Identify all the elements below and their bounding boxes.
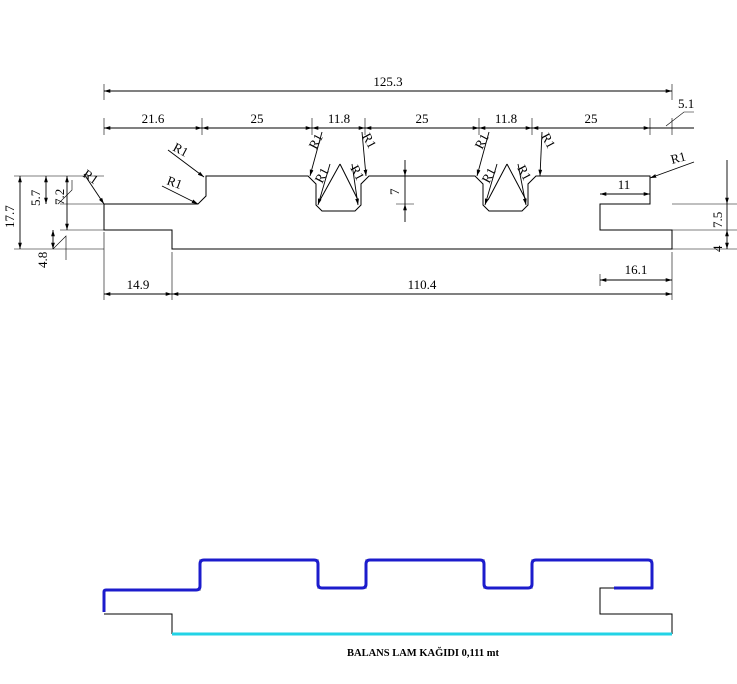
profile-outline [103,175,673,250]
radius-label-1: R1 [80,166,101,187]
left-height-label-3: 7.2 [52,189,67,205]
radius-label-12: R1 [669,148,688,166]
right-height-dimensions: 7.5 4 [672,160,737,252]
left-height-label-2: 5.7 [28,189,43,206]
radius-label-8: R1 [471,131,491,151]
bottom-right-label: 16.1 [625,262,648,277]
segment-label-6: 25 [585,111,598,126]
left-height-dimensions: 17.7 5.7 7.2 4.8 [2,175,104,268]
decor-paper-line [102,558,654,612]
radius-label-10: R1 [478,165,498,185]
groove-depth-dimension: 7 [387,160,414,222]
segment-label-2: 25 [251,111,264,126]
right-notch-label: 11 [618,177,631,192]
groove-depth-label: 7 [387,188,402,195]
overall-width-dimension: 125.3 [103,74,673,100]
segment-label-5: 11.8 [495,111,517,126]
right-notch-dimension: 11 [600,177,650,196]
radius-label-4: R1 [305,131,325,151]
segment-label-1: 21.6 [142,111,165,126]
segment-label-3: 11.8 [328,111,350,126]
radius-label-9: R1 [538,130,558,150]
caption: BALANS LAM KAĞIDI 0,111 mt [347,646,499,659]
bottom-dimensions: 14.9 110.4 16.1 [103,232,673,300]
right-height-label-2: 7.5 [710,212,725,228]
groove-triangles [319,163,527,201]
overall-width-label: 125.3 [373,74,402,89]
segment-label-4: 25 [416,111,429,126]
radius-label-5: R1 [359,130,379,150]
radius-annotations: R1 R1 R1 R1 R1 R1 R1 R1 R1 R1 R1 R1 [80,130,695,206]
left-height-label-1: 17.7 [2,205,17,228]
profile-simplified [102,558,673,636]
radius-label-7: R1 [347,162,367,182]
left-height-label-4: 4.8 [35,252,50,268]
right-height-label-1: 4 [710,245,725,252]
radius-label-2: R1 [171,139,191,159]
radius-label-3: R1 [165,173,184,192]
top-segment-dimensions: 21.6 25 11.8 25 11.8 25 5.1 [103,96,694,135]
radius-label-11: R1 [514,162,534,182]
radius-label-6: R1 [311,165,331,185]
tongue-offset-label: 5.1 [678,96,694,111]
bottom-main-label: 110.4 [408,277,437,292]
bottom-left-label: 14.9 [127,277,150,292]
